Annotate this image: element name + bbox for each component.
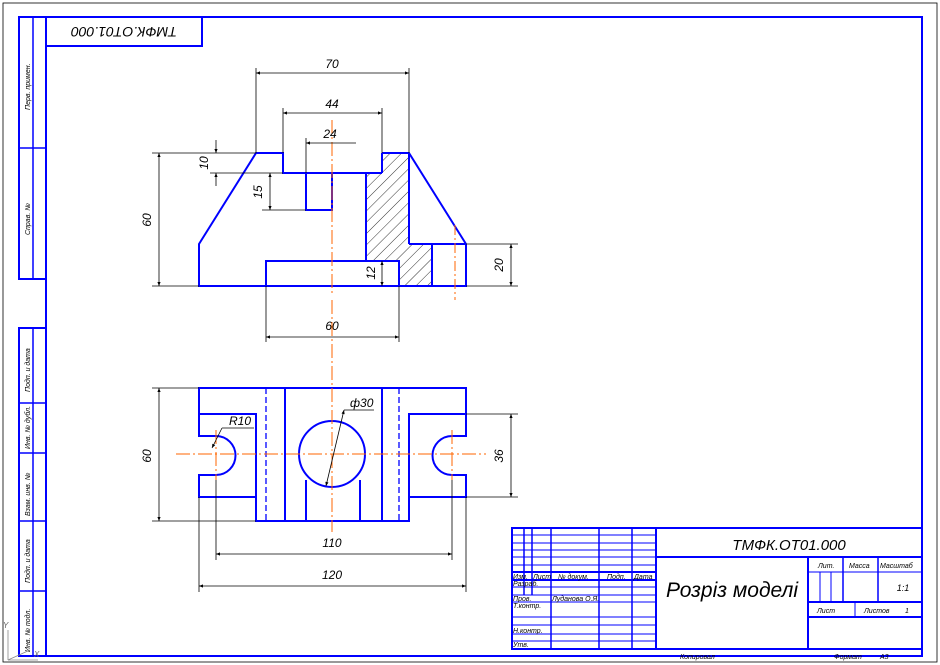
sheets-value: 1 [905, 608, 909, 615]
dim-60-front: 60 [140, 213, 154, 227]
tb-utv: Утв. [512, 642, 529, 649]
side-vzam-inv: Взам. инв. № [25, 472, 32, 516]
front-outline [198, 152, 367, 287]
tb-tkontr: Т.контр. [513, 603, 541, 610]
side-inv-podl: Инв. № подл. [24, 609, 32, 652]
side-perv-primen: Перв. примен. [25, 63, 32, 110]
dim-110: 110 [322, 536, 341, 550]
tb-nkontr: Н.контр. [513, 628, 543, 635]
dim-15: 15 [251, 185, 265, 199]
dim-r10: R10 [229, 414, 251, 428]
tb-razrab: Разраб. [513, 580, 538, 588]
upside-down-designation-text: ТМФК.ОТ01.000 [71, 24, 177, 40]
dim-20: 20 [492, 258, 506, 273]
dim-24: 24 [322, 127, 337, 141]
tb-date: Дата [633, 574, 653, 581]
axis-x-label: X [33, 650, 40, 659]
tb-doc-no: № докум. [558, 573, 589, 581]
axis-marker: Y X [3, 621, 40, 661]
tb-prov: Пров. [513, 596, 532, 603]
format-value: A3 [879, 654, 889, 661]
mass-label: Масса [849, 563, 870, 570]
side-podp-data-1: Подп. и дата [24, 348, 32, 392]
dim-70: 70 [325, 57, 339, 71]
tb-sign: Подп. [607, 573, 626, 581]
format-label: Формат [834, 654, 862, 661]
tb-list: Лист [532, 574, 551, 581]
side-podp-data-2: Подп. и дата [24, 539, 32, 583]
tb-izm: Изм. [513, 574, 528, 581]
dim-44: 44 [325, 97, 339, 111]
axis-y-label: Y [3, 621, 9, 630]
scale-label: Масштаб [880, 562, 914, 570]
side-sprav-no: Справ. № [25, 203, 32, 235]
dim-12: 12 [364, 266, 378, 280]
dim-120: 120 [322, 568, 342, 582]
dim-60-top: 60 [140, 449, 154, 463]
front-dimensions [152, 68, 518, 342]
section-hatch [366, 153, 432, 286]
front-view [198, 120, 467, 300]
scale-value: 1:1 [897, 583, 910, 593]
lit-label: Лит. [817, 563, 834, 570]
title-block-text: ТМФК.ОТ01.000 Розріз моделі Лит. Масса М… [512, 537, 914, 661]
tb-razrab-name: Луданова О.Я. [551, 595, 599, 603]
side-strip: Перв. примен. Справ. № Подп. и дата Инв.… [18, 16, 47, 657]
copied-label: Копировал [680, 654, 715, 661]
top-dimensions [152, 387, 518, 592]
title-block-designation: ТМФК.ОТ01.000 [732, 537, 846, 554]
sheet-label: Лист [816, 608, 835, 615]
upside-down-designation: ТМФК.ОТ01.000 [45, 16, 203, 47]
top-dimension-labels: 60 R10 ф30 36 110 120 [140, 396, 506, 582]
dim-phi30: ф30 [350, 396, 374, 410]
title-block-title: Розріз моделі [666, 579, 799, 602]
title-block [511, 527, 923, 650]
dim-36: 36 [492, 449, 506, 463]
sheets-label: Листов [863, 608, 890, 615]
side-inv-dubl: Инв. № дубл. [24, 406, 32, 449]
front-dimension-labels: 70 44 24 10 15 60 12 20 60 [140, 57, 506, 333]
dim-10: 10 [197, 156, 211, 170]
